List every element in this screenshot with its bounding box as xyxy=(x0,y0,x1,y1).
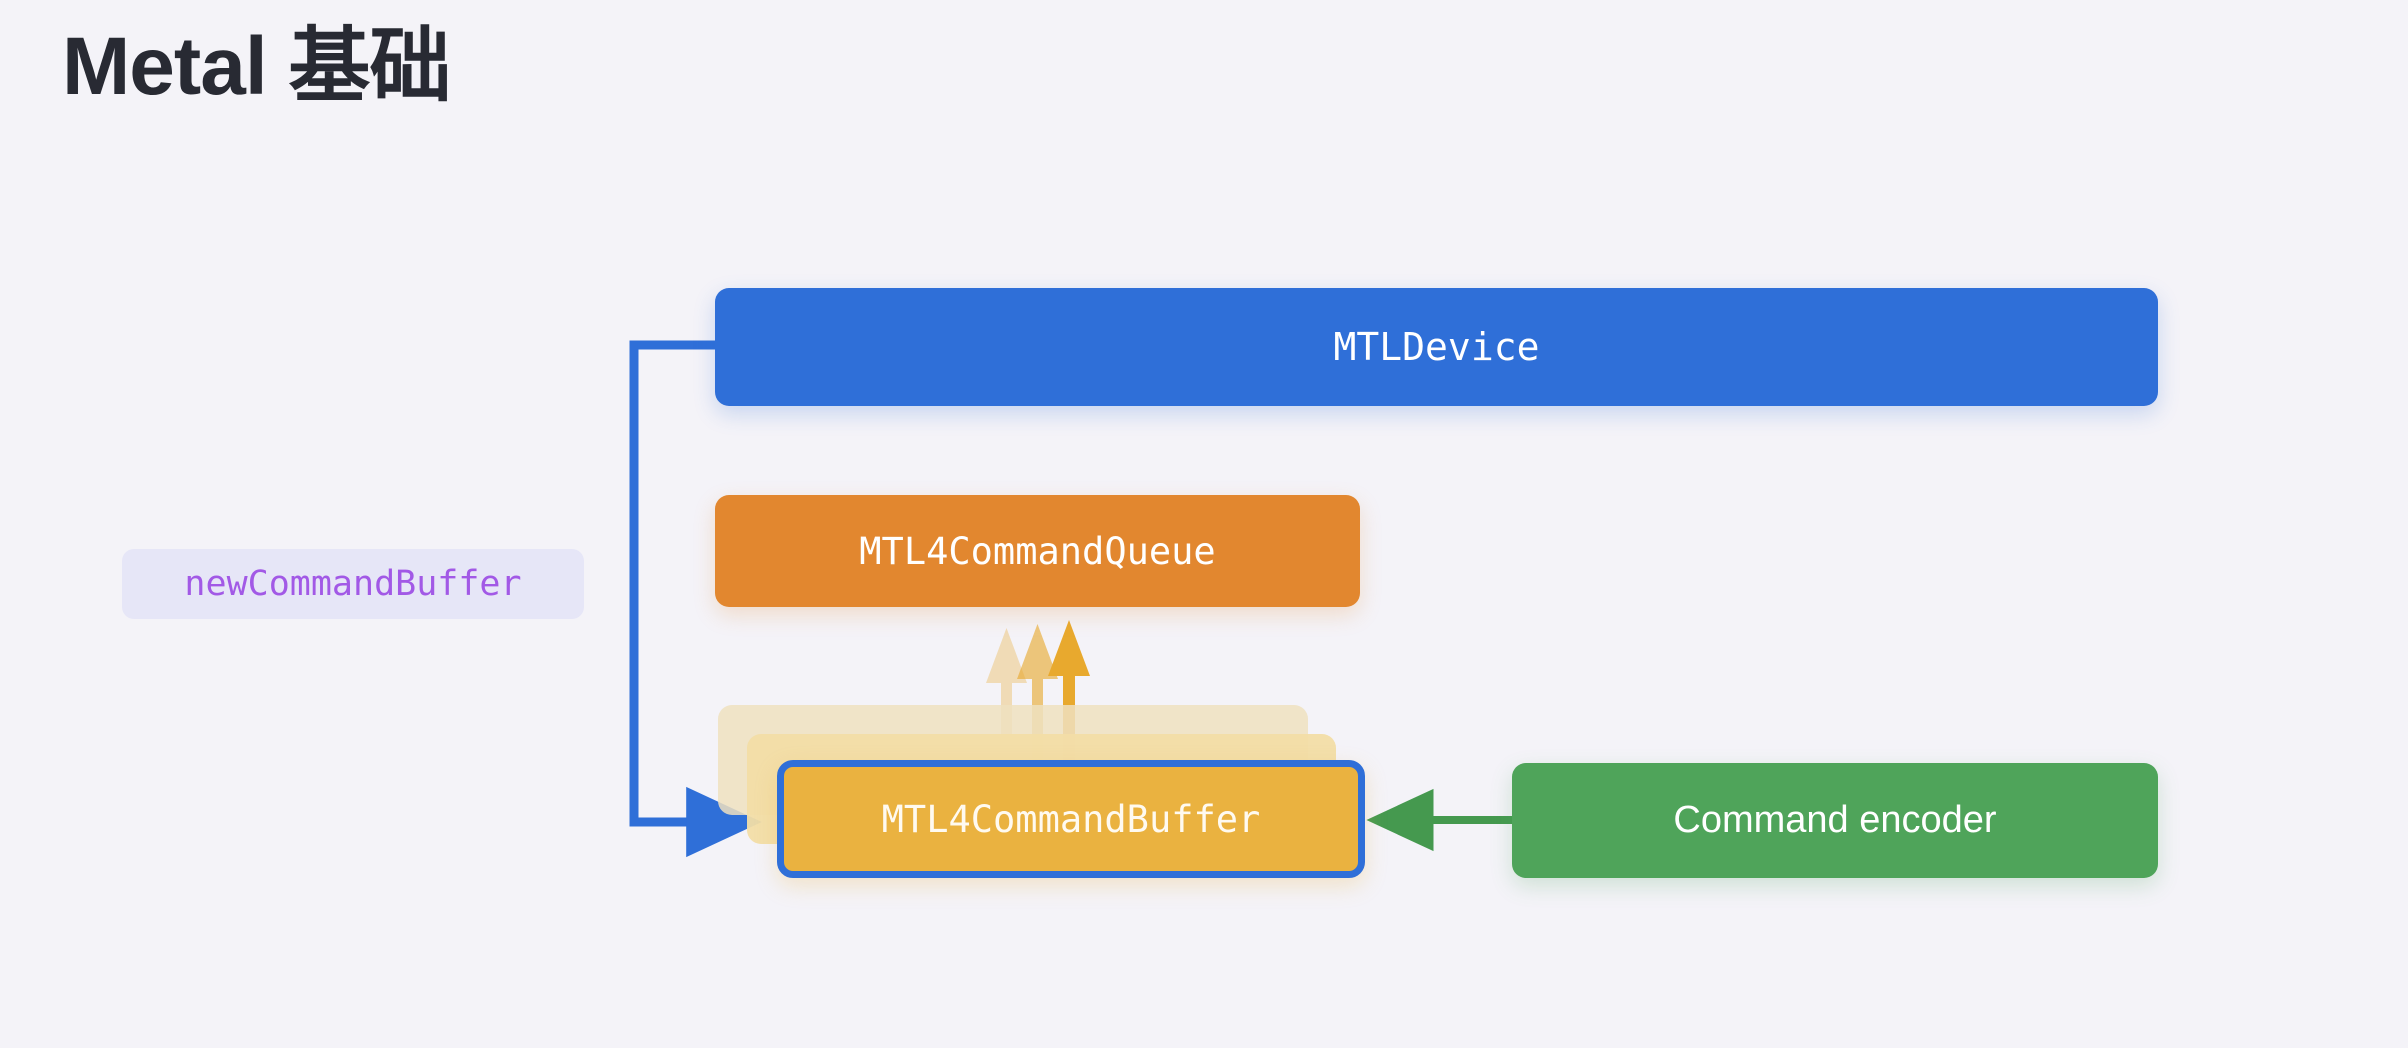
page-title: Metal 基础 xyxy=(62,21,451,112)
node-mtl-device-label: MTLDevice xyxy=(1333,325,1540,369)
connector-device-to-buffer xyxy=(629,340,762,858)
node-command-encoder[interactable]: Command encoder xyxy=(1512,763,2158,878)
node-mtl-device[interactable]: MTLDevice xyxy=(715,288,2158,406)
node-mtl4-command-queue-label: MTL4CommandQueue xyxy=(859,529,1216,573)
node-mtl4-command-queue[interactable]: MTL4CommandQueue xyxy=(715,495,1360,607)
code-badge-new-command-buffer: newCommandBuffer xyxy=(122,549,584,619)
node-command-encoder-label: Command encoder xyxy=(1673,799,1997,841)
node-mtl4-command-buffer[interactable]: MTL4CommandBuffer xyxy=(777,760,1365,878)
node-mtl4-command-buffer-label: MTL4CommandBuffer xyxy=(881,797,1261,841)
